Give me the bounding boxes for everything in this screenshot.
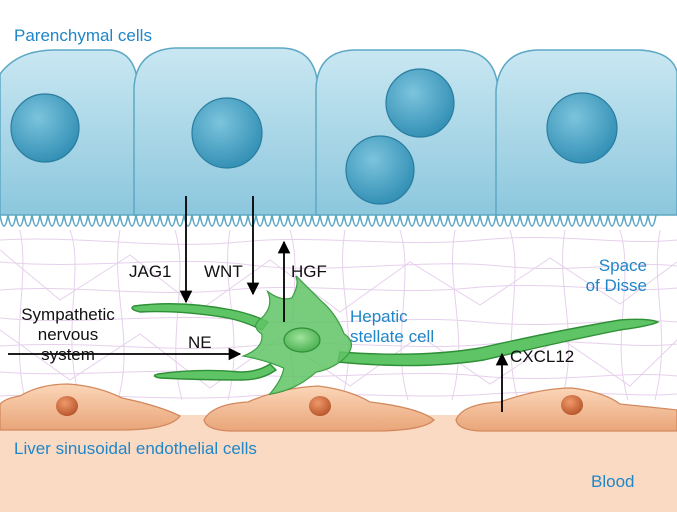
- space-of-disse-label: Space of Disse: [585, 256, 647, 295]
- microvilli: [0, 214, 657, 227]
- wnt-label: WNT: [204, 262, 243, 281]
- blood-label: Blood: [591, 472, 635, 491]
- nucleus: [546, 92, 618, 164]
- jag1-label: JAG1: [129, 262, 172, 281]
- stellate-process: [337, 318, 660, 367]
- hepatic-stellate-cell: [131, 275, 660, 396]
- sympathetic-nervous-system-label: Sympathetic nervous system: [21, 305, 115, 364]
- hgf-label: HGF: [291, 262, 327, 281]
- ne-label: NE: [188, 333, 212, 352]
- parenchymal-cell-row: [0, 47, 677, 227]
- hepatic-stellate-cell-label: Hepatic stellate cell: [350, 307, 435, 346]
- signal-arrows: [8, 196, 509, 412]
- endothelial-nucleus: [56, 396, 78, 416]
- endothelial-cell: [0, 383, 181, 431]
- endothelial-cell-layer: [0, 383, 677, 432]
- cxcl12-label: CXCL12: [510, 347, 575, 366]
- nucleus: [10, 93, 80, 163]
- nucleus: [385, 68, 455, 138]
- nucleus: [345, 135, 415, 205]
- endothelial-nucleus: [309, 396, 331, 416]
- nucleus: [191, 97, 263, 169]
- parenchymal-cells-label: Parenchymal cells: [14, 26, 152, 45]
- stellate-nucleus: [283, 327, 321, 353]
- lsec-label: Liver sinusoidal endothelial cells: [14, 439, 257, 458]
- endothelial-nucleus: [561, 395, 583, 415]
- stellate-process: [131, 303, 270, 331]
- stellate-process: [153, 363, 278, 381]
